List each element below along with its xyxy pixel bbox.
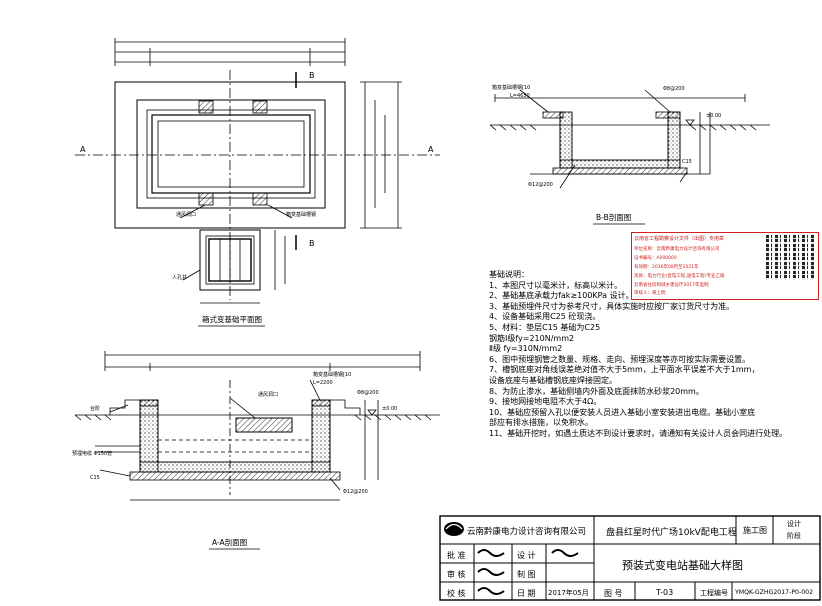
figure-number-label: 图 号 bbox=[604, 589, 623, 598]
aa-c15-label: C15 bbox=[90, 475, 100, 481]
stamp-row: 有效期：2016年08月至2021年 bbox=[634, 265, 699, 270]
bb-c15-label: C15 bbox=[682, 159, 692, 165]
aa-rebar-top: Φ8@200 bbox=[357, 390, 379, 396]
section-bb-view bbox=[489, 89, 770, 189]
bb-elev-label: ±0.00 bbox=[706, 113, 721, 119]
stage-value: 施工图 bbox=[743, 526, 767, 535]
stage-label-1: 设计 bbox=[787, 520, 801, 528]
aa-title: A-A剖面图 bbox=[212, 537, 247, 547]
aa-vent-label: 通风洞口 bbox=[258, 391, 278, 398]
note-item: 3、基础预埋件尺寸为参考尺寸，具体实施时应按厂家订货尺寸为准。 bbox=[489, 301, 735, 311]
stamp-row: 证书编号：A000000 bbox=[634, 256, 677, 261]
aa-elev-label: ±0.00 bbox=[382, 406, 397, 412]
plan-vent-label: 通风洞口 bbox=[176, 211, 196, 218]
note-item: 2、基础基底承载力fak≥100KPa 设计。 bbox=[489, 291, 634, 301]
design-label: 设 计 bbox=[517, 551, 536, 560]
note-item: 8、为防止渗水，基础侧墙内外面及底面抹防水砂浆20mm。 bbox=[489, 386, 704, 396]
review-label: 审 核 bbox=[447, 570, 466, 579]
plan-view bbox=[75, 38, 440, 304]
stamp-title: 云南省工程勘察设计文件（出图）专用章 bbox=[634, 236, 725, 242]
stamp-row: 云南省住房和城乡建设厅2017年监制 bbox=[634, 283, 709, 288]
check-label: 校 核 bbox=[447, 589, 466, 598]
bb-channel-label: 箱变基础槽钢[10 bbox=[492, 84, 530, 91]
bb-title: B-B剖面图 bbox=[596, 212, 631, 222]
plan-channel-label: 箱变基础槽钢 bbox=[286, 211, 316, 218]
aa-platform-label: 台阶 bbox=[90, 405, 100, 412]
note-item: 6、图中预埋钢管之数量、规格、走向、预埋深度等亦可按实际需要设置。 bbox=[489, 354, 751, 364]
figure-number: T-03 bbox=[656, 588, 674, 597]
section-aa-view bbox=[74, 351, 440, 501]
qr-code-icon bbox=[766, 234, 814, 280]
bb-length-label: L=4650 bbox=[510, 93, 530, 99]
note-item: 4、设备基础采用C25 砼现浇。 bbox=[489, 312, 601, 322]
stamp-row: 审核人：黄上明 bbox=[634, 291, 666, 296]
note-item: Ⅱ级 fy=310N/mm2 bbox=[489, 344, 563, 354]
project-number: YMQK-GZHG2017-P0-002 bbox=[735, 589, 814, 596]
note-item: 5、材料：垫层C15 基础为C25 bbox=[489, 322, 601, 332]
drafting-label: 制 图 bbox=[517, 570, 536, 579]
note-item: 钢筋Ⅰ级fy=210N/mm2 bbox=[489, 333, 575, 343]
design-notes: 基础说明： 1、本图尺寸以毫米计，标高以米计。 2、基础基底承载力fak≥100… bbox=[489, 270, 787, 440]
stage-label-2: 阶段 bbox=[787, 532, 801, 540]
plan-mark-a-right: A bbox=[428, 145, 434, 154]
plan-title: 箱式变基础平面图 bbox=[202, 314, 262, 324]
aa-length-label: L=2200 bbox=[313, 380, 333, 386]
date-value: 2017年05月 bbox=[548, 589, 589, 597]
note-item: 1、本图尺寸以毫米计，标高以米计。 bbox=[489, 280, 623, 290]
plan-mark-a-left: A bbox=[80, 145, 86, 154]
bb-rebar-bottom: Φ12@200 bbox=[528, 182, 553, 188]
plan-mark-b-top: B bbox=[309, 71, 315, 80]
project-name: 盘县红星时代广场10kV配电工程 bbox=[606, 528, 737, 538]
note-item: 7、槽钢底座对角线误差绝对值不大于5mm，上平面水平误差不大于1mm， bbox=[489, 365, 760, 375]
aa-cable-label: 预埋电缆 Φ150管 bbox=[72, 450, 112, 457]
plan-manhole-label: 人孔井 bbox=[172, 274, 187, 281]
date-label: 日 期 bbox=[517, 589, 536, 598]
note-item: 部应有排水措施，以免积水。 bbox=[489, 418, 593, 428]
stamp-row: 资质：电力行业(变电工程,送电工程)专业乙级 bbox=[634, 274, 725, 279]
aa-channel-label: 箱变基础槽钢[10 bbox=[313, 371, 351, 378]
company-logo-icon bbox=[444, 522, 464, 536]
notes-heading: 基础说明： bbox=[489, 270, 529, 279]
drawing-title: 预装式变电站基础大样图 bbox=[622, 559, 743, 572]
project-number-label: 工程编号 bbox=[700, 589, 728, 597]
stamp-row: 单位名称：云南黔康电力设计咨询有限公司 bbox=[634, 247, 720, 252]
note-item: 10、基础应预留入孔以便安装人员进入基础小室安装进出电缆。基础小室底 bbox=[489, 407, 756, 417]
note-item: 11、基础开挖时，如遇土质达不到设计要求时，请通知有关设计人员会同进行处理。 bbox=[489, 428, 788, 438]
approve-label: 批 准 bbox=[447, 551, 466, 560]
note-item: 9、接地网接地电阻不大于4Ω。 bbox=[489, 397, 602, 407]
signature-marks bbox=[477, 549, 579, 595]
approval-stamp: 云南省工程勘察设计文件（出图）专用章 单位名称：云南黔康电力设计咨询有限公司 证… bbox=[631, 232, 819, 300]
plan-mark-b-bottom: B bbox=[309, 239, 315, 248]
aa-rebar-bottom: Φ12@200 bbox=[343, 489, 368, 495]
title-block-grid bbox=[439, 515, 821, 601]
company-name: 云南黔康电力设计咨询有限公司 bbox=[467, 527, 587, 537]
note-item: 设备底座与基础槽钢底座焊接固定。 bbox=[489, 375, 617, 385]
bb-rebar-top: Φ8@200 bbox=[663, 86, 685, 92]
